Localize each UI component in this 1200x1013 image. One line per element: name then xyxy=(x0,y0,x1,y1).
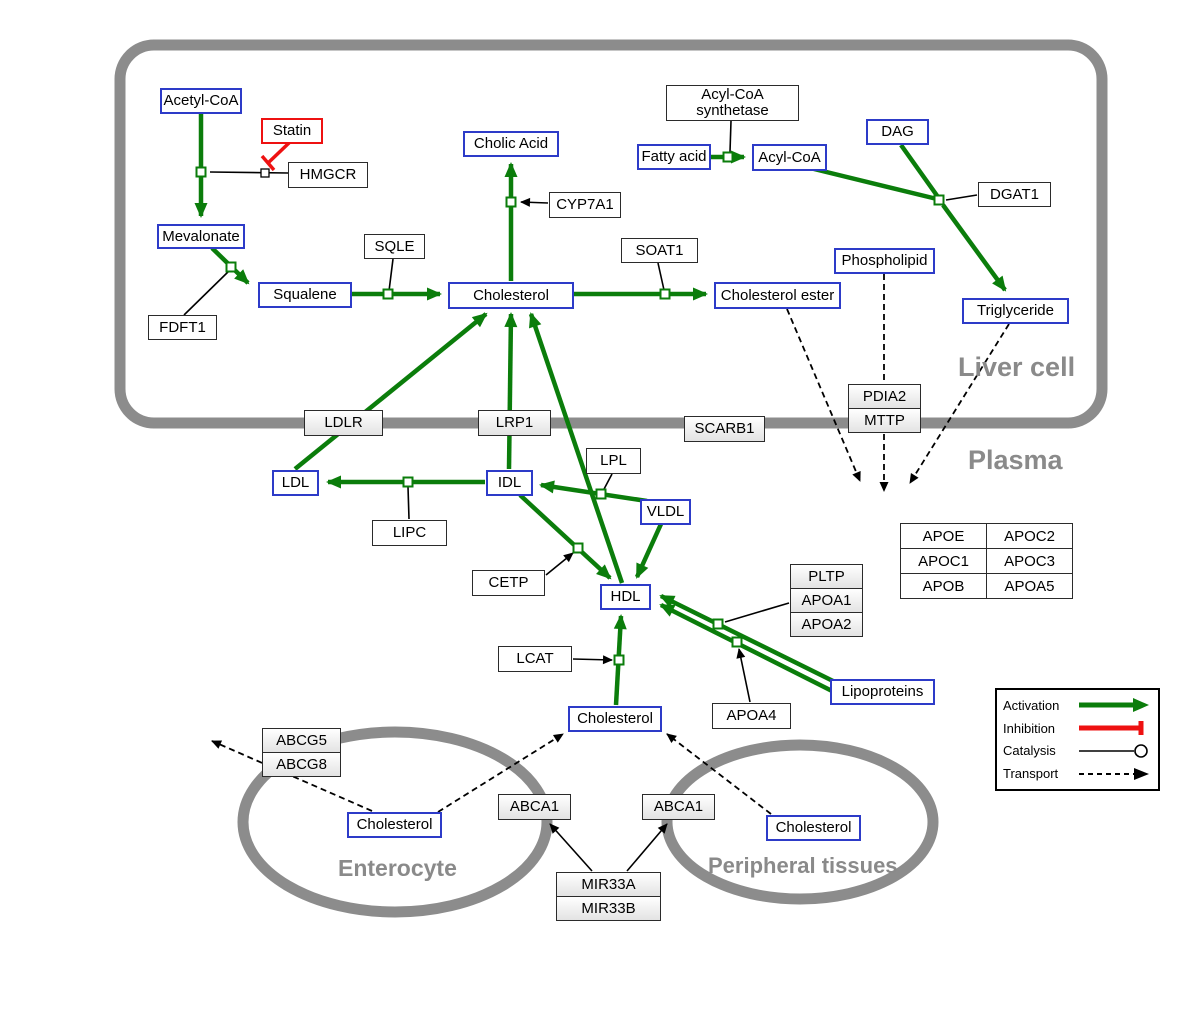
node-cholesterol-enterocyte[interactable]: Cholesterol xyxy=(347,812,442,838)
node-apoa5[interactable]: APOA5 xyxy=(986,573,1073,599)
node-fdft1[interactable]: FDFT1 xyxy=(148,315,217,340)
node-fatty-acid[interactable]: Fatty acid xyxy=(637,144,711,170)
node-cholic-acid[interactable]: Cholic Acid xyxy=(463,131,559,157)
activation-edges xyxy=(194,114,1007,706)
legend-transport-label: Transport xyxy=(1003,766,1059,782)
node-mir33b[interactable]: MIR33B xyxy=(556,896,661,921)
legend-row-activation: Activation xyxy=(1003,694,1152,716)
inhibition-bar-icon xyxy=(1079,721,1144,736)
abcg5-abcg8-stack: ABCG5 ABCG8 xyxy=(262,728,341,777)
node-dgat1[interactable]: DGAT1 xyxy=(978,182,1051,207)
node-acyl-coa-synthetase[interactable]: Acyl-CoA synthetase xyxy=(666,85,799,121)
node-apob[interactable]: APOB xyxy=(900,573,987,599)
pdia2-mttp-stack: PDIA2 MTTP xyxy=(848,384,921,433)
inhibition-edge xyxy=(260,140,292,172)
node-vldl[interactable]: VLDL xyxy=(640,499,691,525)
node-apoa4[interactable]: APOA4 xyxy=(712,703,791,729)
legend-inhibition-label: Inhibition xyxy=(1003,720,1056,736)
node-acyl-coa[interactable]: Acyl-CoA xyxy=(752,144,827,171)
node-lipoproteins[interactable]: Lipoproteins xyxy=(830,679,935,705)
node-squalene[interactable]: Squalene xyxy=(258,282,352,308)
legend-catalysis-label: Catalysis xyxy=(1003,743,1056,759)
legend-activation-label: Activation xyxy=(1003,697,1060,713)
node-idl[interactable]: IDL xyxy=(486,470,533,496)
node-scarb1[interactable]: SCARB1 xyxy=(684,416,765,442)
plasma-label: Plasma xyxy=(968,445,1063,475)
node-sqle[interactable]: SQLE xyxy=(364,234,425,259)
legend-row-inhibition: Inhibition xyxy=(1003,717,1152,739)
liver-cell-label: Liver cell xyxy=(958,352,1076,382)
node-apoc1[interactable]: APOC1 xyxy=(900,548,987,574)
node-abcg8[interactable]: ABCG8 xyxy=(262,752,341,777)
node-cholesterol-peripheral[interactable]: Cholesterol xyxy=(766,815,861,841)
enterocyte-label: Enterocyte xyxy=(338,855,457,881)
node-soat1[interactable]: SOAT1 xyxy=(621,238,698,263)
node-acetyl-coa[interactable]: Acetyl-CoA xyxy=(160,88,242,114)
peripheral-tissues-label: Peripheral tissues xyxy=(708,853,898,878)
node-apoa1[interactable]: APOA1 xyxy=(790,588,863,613)
node-mir33a[interactable]: MIR33A xyxy=(556,872,661,897)
liver-cell-membrane xyxy=(114,39,1108,429)
activation-arrow-icon xyxy=(1079,698,1149,713)
node-cholesterol-liver[interactable]: Cholesterol xyxy=(448,282,574,309)
node-hmgcr[interactable]: HMGCR xyxy=(288,162,368,188)
pltp-apoa-stack: PLTP APOA1 APOA2 xyxy=(790,564,863,637)
node-abcg5[interactable]: ABCG5 xyxy=(262,728,341,753)
legend-row-transport: Transport xyxy=(1003,763,1152,785)
legend-row-catalysis: Catalysis xyxy=(1003,740,1152,762)
node-statin[interactable]: Statin xyxy=(261,118,323,144)
reaction-nodes xyxy=(195,151,945,666)
enterocyte-membrane xyxy=(237,726,553,918)
node-hdl[interactable]: HDL xyxy=(600,584,651,610)
node-phospholipid[interactable]: Phospholipid xyxy=(834,248,935,274)
node-lipc[interactable]: LIPC xyxy=(372,520,447,546)
node-apoc2[interactable]: APOC2 xyxy=(986,523,1073,549)
node-lcat[interactable]: LCAT xyxy=(498,646,572,672)
node-abca1-left[interactable]: ABCA1 xyxy=(498,794,571,820)
node-triglyceride[interactable]: Triglyceride xyxy=(962,298,1069,324)
node-dag[interactable]: DAG xyxy=(866,119,929,145)
node-ldl[interactable]: LDL xyxy=(272,470,319,496)
node-cholesterol-ester[interactable]: Cholesterol ester xyxy=(714,282,841,309)
node-mttp[interactable]: MTTP xyxy=(848,408,921,433)
node-apoa2[interactable]: APOA2 xyxy=(790,612,863,637)
node-apoe[interactable]: APOE xyxy=(900,523,987,549)
apolipoprotein-table: APOE APOC2 APOC1 APOC3 APOB APOA5 xyxy=(900,523,1074,599)
transport-edges xyxy=(211,274,1010,815)
node-abca1-right[interactable]: ABCA1 xyxy=(642,794,715,820)
peripheral-tissues-membrane xyxy=(661,739,939,905)
node-ldlr[interactable]: LDLR xyxy=(304,410,383,436)
node-cyp7a1[interactable]: CYP7A1 xyxy=(549,192,621,218)
hmgcr-catalysis-node xyxy=(260,168,270,178)
node-mevalonate[interactable]: Mevalonate xyxy=(157,224,245,249)
node-apoc3[interactable]: APOC3 xyxy=(986,548,1073,574)
node-lpl[interactable]: LPL xyxy=(586,448,641,474)
catalysis-edges xyxy=(183,120,978,872)
catalysis-circle-icon xyxy=(1079,744,1148,758)
node-pltp[interactable]: PLTP xyxy=(790,564,863,589)
legend: Activation Inhibition Catalysis Transpor… xyxy=(995,688,1160,791)
node-pdia2[interactable]: PDIA2 xyxy=(848,384,921,409)
mir33-stack: MIR33A MIR33B xyxy=(556,872,661,921)
node-lrp1[interactable]: LRP1 xyxy=(478,410,551,436)
node-cholesterol-plasma[interactable]: Cholesterol xyxy=(568,706,662,732)
transport-dashed-arrow-icon xyxy=(1079,767,1149,780)
node-cetp[interactable]: CETP xyxy=(472,570,545,596)
